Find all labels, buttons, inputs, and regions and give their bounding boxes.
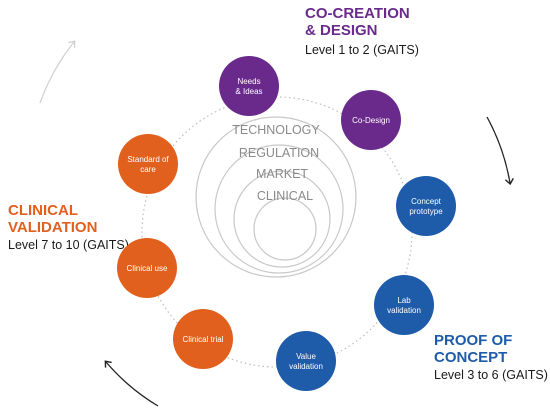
concentric-rings: TECHNOLOGY REGULATION MARKET CLINICAL [195, 116, 357, 278]
phase-proof-of-concept: PROOF OF CONCEPT Level 3 to 6 (GAITS) [434, 332, 548, 382]
node-concept-prototype-label: prototype [409, 207, 443, 216]
ring-4 [253, 197, 317, 261]
node-standard-of-care-circle [118, 134, 178, 194]
node-standard-of-care-label: care [140, 165, 156, 174]
ring-3 [233, 170, 331, 268]
phase-co-creation-subtitle: Level 1 to 2 (GAITS) [305, 43, 419, 57]
ring-label-clinical: CLINICAL [257, 189, 313, 203]
ring-1 [195, 116, 357, 278]
node-needs-ideas-circle [219, 56, 279, 116]
node-clinical-trial: Clinical trial [173, 309, 233, 369]
process-nodes: Needs& IdeasCo-DesignConceptprototypeLab… [117, 56, 456, 391]
node-co-design-label: Co-Design [352, 116, 390, 125]
arrow-top-left-faded [39, 40, 76, 104]
phase-co-creation-title-line2: & DESIGN [305, 22, 378, 39]
ring-label-regulation: REGULATION [239, 146, 319, 160]
phase-proof-of-concept-title-line1: PROOF OF [434, 332, 512, 349]
phase-clinical-validation-title-line1: CLINICAL [8, 202, 78, 219]
node-standard-of-care-label: Standard of [127, 155, 169, 164]
node-clinical-use: Clinical use [117, 238, 177, 298]
node-lab-validation-label: validation [387, 306, 421, 315]
phase-co-creation-title-line1: CO-CREATION [305, 5, 410, 22]
node-value-validation-label: Value [296, 352, 316, 361]
ring-label-technology: TECHNOLOGY [232, 123, 320, 137]
phase-proof-of-concept-subtitle: Level 3 to 6 (GAITS) [434, 368, 548, 382]
node-needs-ideas-label: Needs [237, 77, 260, 86]
phase-proof-of-concept-title-line2: CONCEPT [434, 349, 507, 366]
node-clinical-trial-circle [173, 309, 233, 369]
phase-clinical-validation-title-line2: VALIDATION [8, 219, 97, 236]
ring-label-market: MARKET [256, 167, 308, 181]
phase-co-creation: CO-CREATION & DESIGN Level 1 to 2 (GAITS… [305, 5, 419, 57]
arrow-right-dark [486, 116, 514, 186]
node-lab-validation-label: Lab [397, 296, 411, 305]
node-co-design-circle [341, 90, 401, 150]
ring-2 [214, 144, 344, 274]
phase-clinical-validation: CLINICAL VALIDATION Level 7 to 10 (GAITS… [8, 202, 129, 252]
node-co-design: Co-Design [341, 90, 401, 150]
node-clinical-trial-label: Clinical trial [183, 335, 224, 344]
node-needs-ideas-label: & Ideas [235, 87, 262, 96]
node-value-validation-label: validation [289, 362, 323, 371]
arrow-bottom-dark [104, 360, 159, 407]
node-concept-prototype-label: Concept [411, 197, 442, 206]
node-needs-ideas: Needs& Ideas [219, 56, 279, 116]
node-lab-validation-circle [374, 275, 434, 335]
phase-clinical-validation-subtitle: Level 7 to 10 (GAITS) [8, 238, 129, 252]
node-value-validation-circle [276, 331, 336, 391]
node-concept-prototype-circle [396, 176, 456, 236]
node-clinical-use-circle [117, 238, 177, 298]
node-clinical-use-label: Clinical use [127, 264, 168, 273]
